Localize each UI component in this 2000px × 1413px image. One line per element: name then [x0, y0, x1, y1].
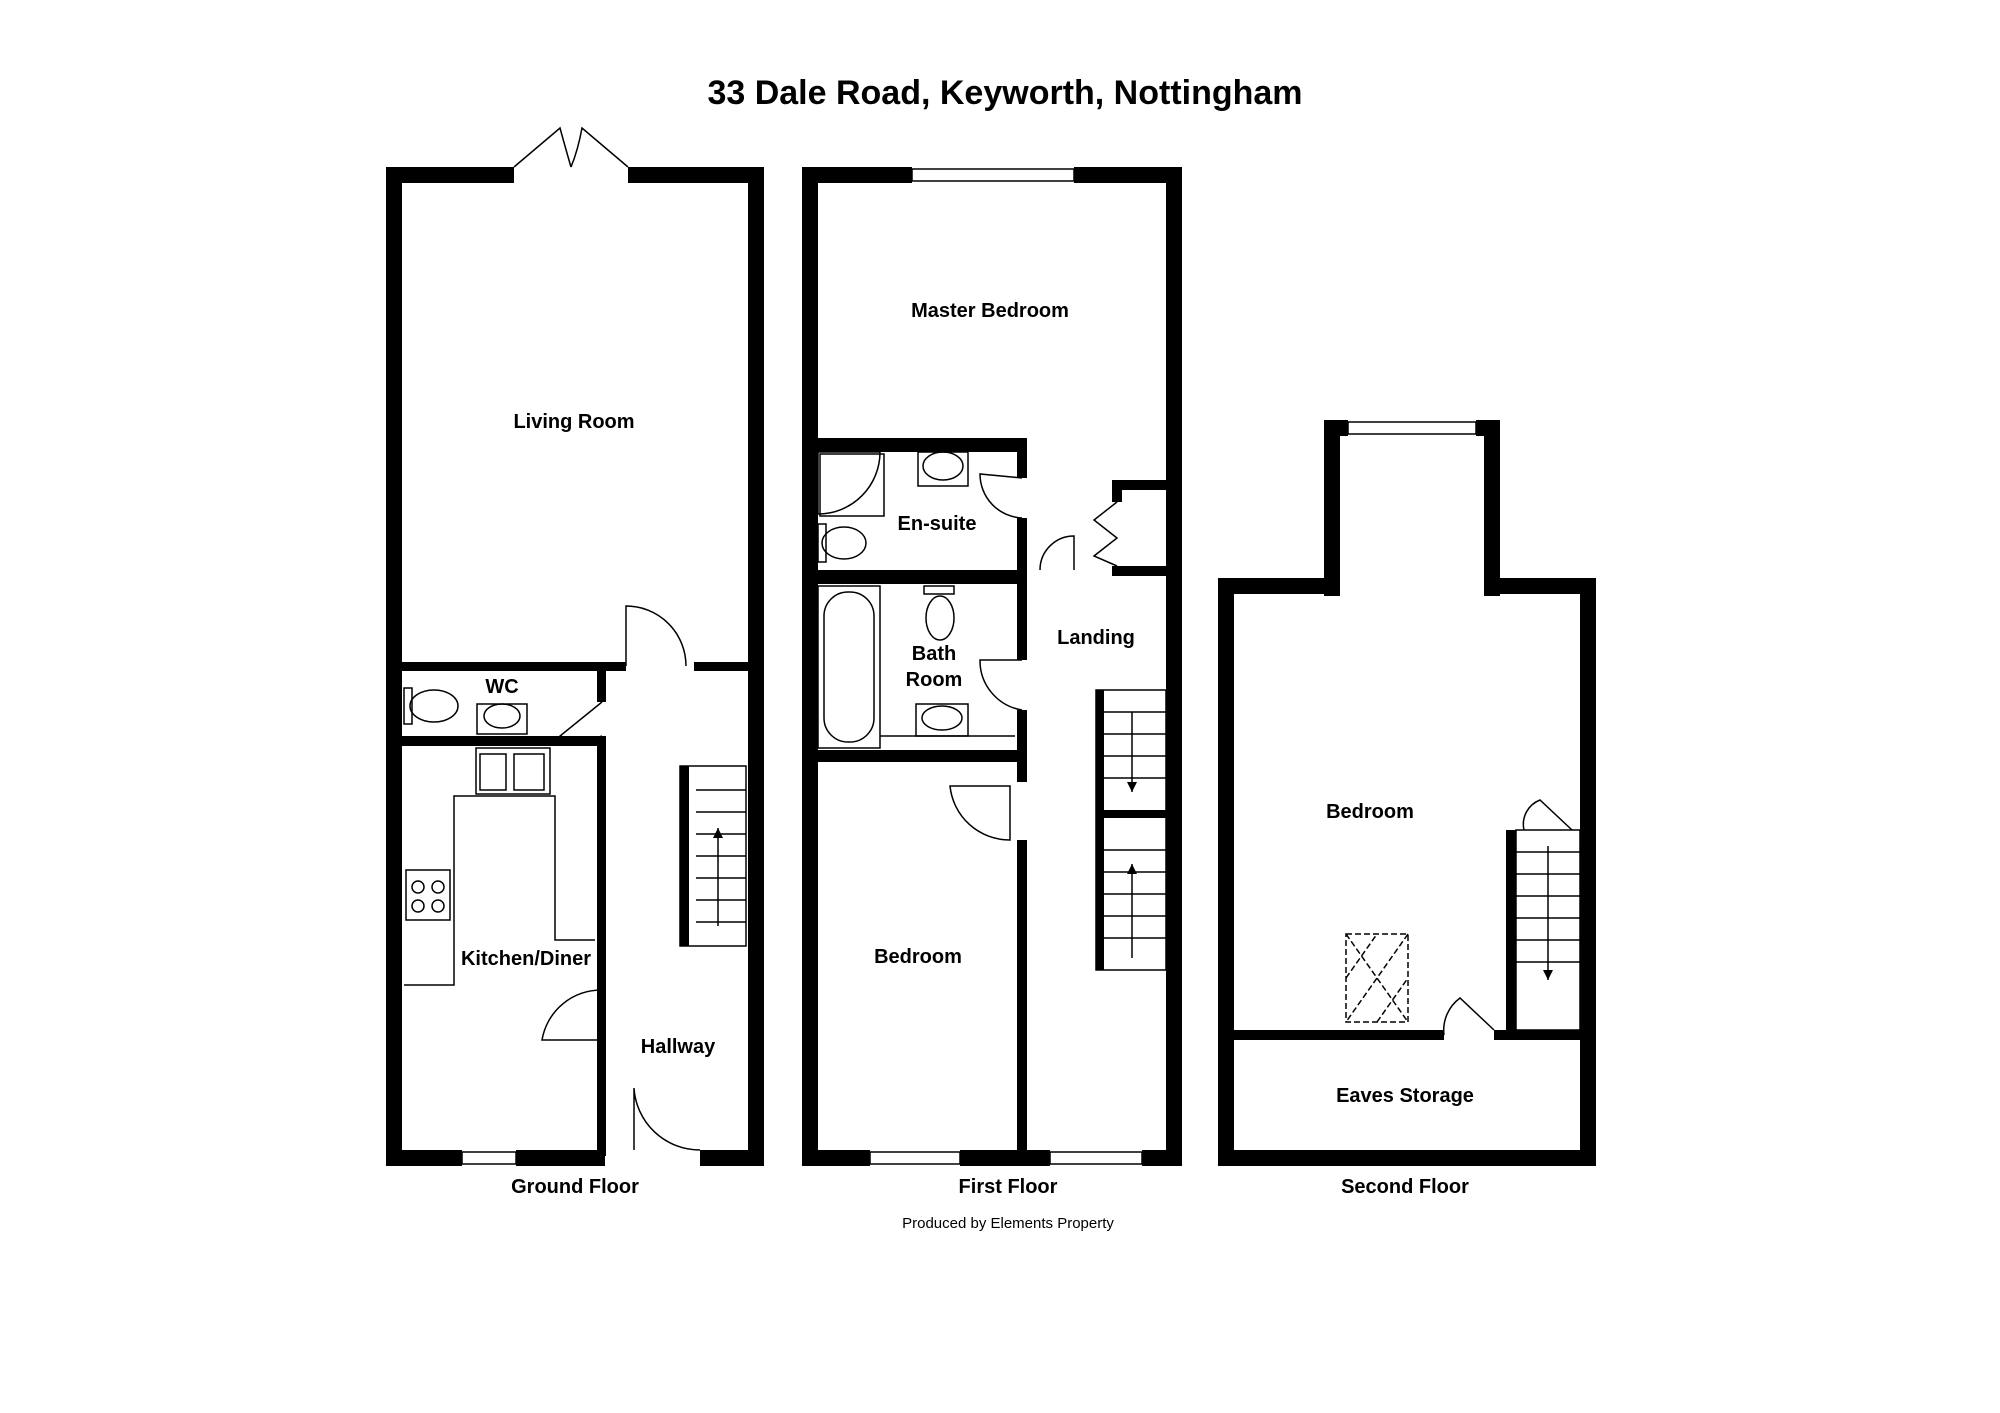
room-label-hallway: Hallway [641, 1036, 716, 1058]
door-swing-icon [541, 989, 603, 1041]
room-label-bedroom-first: Bedroom [874, 946, 962, 968]
toilet-icon [923, 585, 955, 641]
shower-icon [817, 451, 885, 517]
plan-title: 33 Dale Road, Keyworth, Nottingham [707, 74, 1302, 112]
room-label-landing: Landing [1057, 627, 1135, 649]
door-swing-icon [625, 605, 687, 667]
room-label-bedroom-second: Bedroom [1326, 801, 1414, 823]
window-icon [1347, 421, 1477, 435]
room-label-eaves-storage: Eaves Storage [1336, 1085, 1474, 1107]
basin-icon [917, 451, 969, 487]
room-label-master-bedroom: Master Bedroom [911, 300, 1069, 322]
room-label-en-suite: En-suite [898, 513, 977, 535]
skylight-icon [1345, 933, 1409, 1023]
room-label-bathroom-line2: Room [906, 669, 963, 691]
door-swing-icon [513, 126, 629, 168]
stairs-icon [679, 765, 747, 947]
room-label-wc: WC [485, 676, 518, 698]
ground-floor: Living Room WC Kitchen/Diner Hallway Gro… [386, 126, 764, 1198]
stairs-icon [1095, 689, 1167, 971]
room-label-bathroom-line1: Bath [912, 643, 956, 665]
door-swing-icon [633, 1087, 701, 1151]
stairs-icon [1515, 829, 1581, 1031]
second-floor: Bedroom Eaves Storage Second Floor [1218, 420, 1596, 1198]
floor-label-second: Second Floor [1341, 1176, 1469, 1198]
door-swing-icon [949, 785, 1011, 841]
door-swing-icon [1092, 501, 1119, 567]
basin-icon [915, 703, 969, 737]
door-swing-icon [979, 659, 1023, 711]
room-label-kitchen-diner: Kitchen/Diner [461, 948, 591, 970]
door-swing-icon [558, 701, 603, 741]
bath-icon [817, 585, 881, 749]
basin-icon [476, 703, 528, 735]
window-icon [1049, 1151, 1143, 1165]
floor-label-ground: Ground Floor [511, 1176, 639, 1198]
door-swing-icon [979, 473, 1023, 519]
window-icon [461, 1151, 517, 1165]
toilet-icon [817, 523, 867, 563]
room-label-living-room: Living Room [513, 411, 634, 433]
hob-icon [405, 869, 451, 921]
credit-text: Produced by Elements Property [902, 1215, 1114, 1232]
floor-label-first: First Floor [959, 1176, 1058, 1198]
window-icon [911, 168, 1075, 182]
sink-icon [475, 747, 551, 795]
door-swing-icon [1442, 997, 1495, 1036]
toilet-icon [403, 687, 459, 725]
first-floor: Master Bedroom En-suite Bath Room Landin… [802, 167, 1182, 1198]
door-swing-icon [1039, 535, 1075, 571]
window-icon [869, 1151, 961, 1165]
door-swing-icon [1522, 799, 1573, 831]
